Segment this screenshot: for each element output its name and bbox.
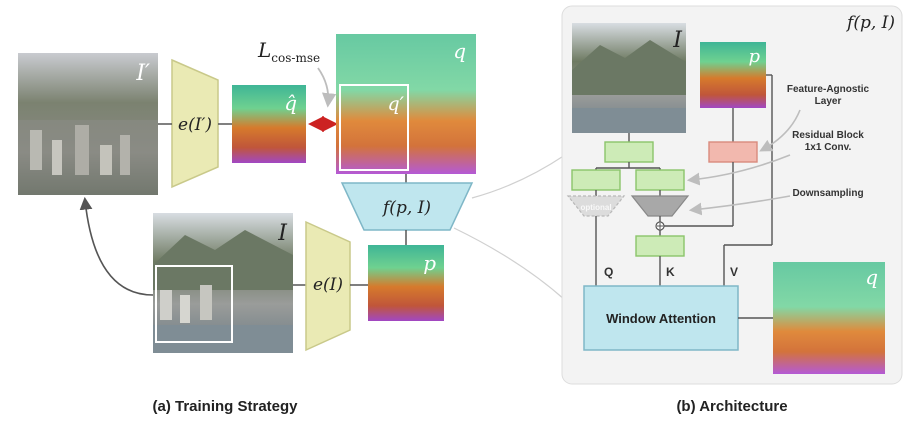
legend-feature-agnostic: Feature-Agnostic xyxy=(787,84,870,95)
window-attention-label: Window Attention xyxy=(606,311,716,326)
caption-training: (a) Training Strategy xyxy=(152,398,298,415)
arch-image-i: I xyxy=(572,23,686,133)
label-p: p xyxy=(423,251,436,275)
optional-label: optional xyxy=(580,203,611,212)
crop-arrow xyxy=(79,196,154,296)
arch-label-p: p xyxy=(748,46,760,67)
architecture: f(p, I) I p optional xyxy=(561,5,903,415)
residual-block-k xyxy=(635,169,685,191)
legend: Feature-Agnostic Layer Residual Block 1x… xyxy=(686,84,870,216)
legend-residual: Residual Block xyxy=(792,130,864,141)
arch-label-q: q xyxy=(865,265,878,289)
arch-feature-p: p xyxy=(700,42,766,108)
residual-block-post xyxy=(635,235,685,257)
arch-feature-q: q xyxy=(773,262,885,374)
encoder-i: e(I) xyxy=(305,220,351,352)
encoder-i-prime-label: e(I′) xyxy=(178,115,212,135)
encoder-i-label: e(I) xyxy=(313,275,343,295)
crop-box-q-prime xyxy=(339,84,409,171)
feature-q: q q′ xyxy=(336,34,476,174)
encoder-i-prime: e(I′) xyxy=(171,58,219,189)
label-Q: Q xyxy=(604,265,613,279)
image-i-prime: I′ xyxy=(18,53,158,195)
loss-symbol: L xyxy=(257,38,271,62)
downsampling-block xyxy=(630,195,690,217)
feature-agnostic-layer xyxy=(708,141,758,163)
caption-architecture: (b) Architecture xyxy=(676,398,787,415)
crop-box-i xyxy=(155,265,233,343)
label-q-hat: q̂ xyxy=(284,91,297,115)
label-V: V xyxy=(730,265,738,279)
feature-q-hat: q̂ xyxy=(232,85,306,163)
svg-text:Lcos-mse: Lcos-mse xyxy=(257,38,320,65)
image-i: I xyxy=(153,213,293,353)
legend-residual-2: 1x1 Conv. xyxy=(805,142,852,153)
legend-downsampling: Downsampling xyxy=(792,188,863,199)
label-i: I xyxy=(277,221,288,246)
f-module: f(p, I) xyxy=(340,182,474,231)
label-i-prime: I′ xyxy=(135,61,150,86)
panel-title: f(p, I) xyxy=(845,13,895,33)
arch-label-i: I xyxy=(672,28,683,53)
loss-subscript: cos-mse xyxy=(271,51,320,65)
label-K: K xyxy=(666,265,675,279)
label-q: q xyxy=(453,39,466,63)
feature-p: p xyxy=(368,245,444,321)
f-module-label: f(p, I) xyxy=(381,198,431,218)
optional-downsampling: optional xyxy=(566,195,626,217)
loss-label: Lcos-mse xyxy=(257,38,337,108)
residual-block-q xyxy=(571,169,621,191)
training-strategy: I′ e(I′) q̂ Lcos-mse q q′ xyxy=(18,34,476,415)
residual-block-top xyxy=(604,141,654,163)
window-attention: Window Attention xyxy=(583,285,739,351)
legend-feature-agnostic-2: Layer xyxy=(815,96,842,107)
label-q-prime: q′ xyxy=(388,93,405,115)
